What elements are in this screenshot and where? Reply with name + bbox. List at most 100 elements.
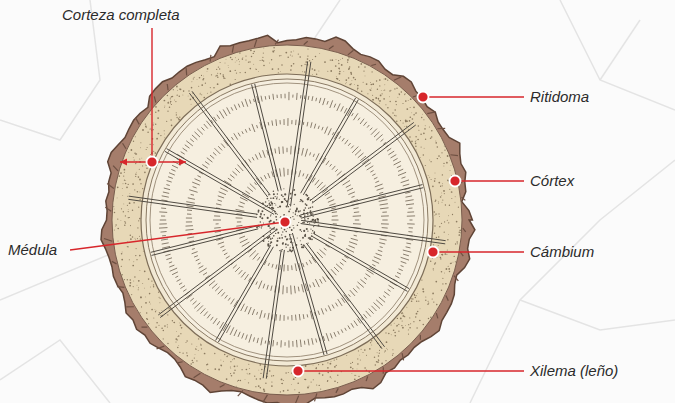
ring-tick	[255, 154, 258, 159]
speckle	[425, 165, 426, 166]
speckle	[140, 142, 141, 143]
speckle	[142, 129, 144, 131]
speckle	[273, 47, 275, 49]
ring-tick	[257, 338, 258, 343]
ring-tick	[379, 243, 385, 244]
speckle	[124, 180, 125, 181]
speckle	[194, 354, 196, 356]
speckle	[272, 68, 274, 70]
speckle	[457, 243, 458, 244]
ray-line	[252, 85, 279, 192]
ring-tick	[317, 252, 323, 258]
pith-dot	[269, 227, 270, 228]
ring-tick	[171, 169, 175, 171]
speckle	[393, 353, 394, 354]
speckle	[263, 389, 265, 391]
speckle	[330, 360, 332, 362]
ring-tick	[197, 129, 203, 135]
speckle	[121, 251, 123, 253]
ray-line	[287, 61, 307, 206]
speckle	[347, 59, 349, 61]
ring-tick	[214, 215, 220, 216]
speckle	[376, 80, 377, 81]
speckle	[363, 70, 364, 71]
ring-tick	[334, 267, 339, 272]
speckle	[339, 68, 341, 70]
ring-tick	[252, 309, 254, 315]
ring-tick	[337, 171, 342, 175]
speckle	[430, 137, 432, 139]
ring-tick	[406, 243, 411, 245]
vein	[600, 20, 640, 80]
speckle	[244, 378, 246, 380]
speckle	[245, 55, 246, 56]
pith-dot	[296, 208, 298, 210]
ring-tick	[332, 166, 335, 170]
speckle	[379, 353, 380, 354]
ring-tick	[213, 152, 216, 155]
ring-tick	[226, 256, 230, 259]
pith-dot	[303, 230, 305, 232]
speckle	[379, 85, 380, 86]
speckle	[132, 265, 134, 267]
speckle	[191, 344, 192, 345]
ring-tick	[292, 341, 293, 347]
speckle	[220, 365, 221, 366]
ring-tick	[259, 281, 262, 289]
speckle	[176, 117, 177, 118]
pith-dot	[256, 214, 257, 215]
pith-dot	[267, 225, 269, 227]
ring-tick	[382, 212, 387, 213]
ring-tick	[337, 104, 340, 111]
ring-tick	[221, 292, 224, 296]
ring-tick	[332, 231, 336, 233]
speckle	[241, 369, 242, 370]
speckle	[422, 288, 424, 290]
speckle	[372, 83, 374, 85]
marker-dot	[418, 92, 429, 103]
speckle	[220, 359, 222, 361]
bark-crack	[186, 68, 188, 75]
ring-tick	[197, 305, 203, 311]
speckle	[392, 355, 393, 356]
speckle	[352, 368, 353, 369]
speckle	[355, 375, 357, 377]
speckle	[163, 330, 164, 331]
speckle	[281, 383, 282, 384]
speckle	[124, 221, 125, 222]
speckle	[347, 62, 348, 63]
ring-tick	[237, 221, 241, 222]
speckle	[393, 322, 395, 324]
speckle	[117, 228, 119, 230]
speckle	[230, 367, 232, 369]
speckle	[441, 271, 443, 273]
pith-dot	[309, 237, 310, 238]
pith-dot	[282, 249, 283, 250]
pith-dot	[286, 205, 288, 207]
pith-dot	[274, 203, 275, 204]
cortex-speckles	[113, 47, 461, 393]
speckle	[147, 132, 149, 134]
speckle	[434, 172, 436, 174]
speckle	[171, 125, 173, 127]
speckle	[318, 70, 320, 72]
speckle	[428, 301, 429, 302]
ring-tick	[304, 341, 306, 345]
speckle	[216, 75, 218, 77]
pith-dot	[284, 193, 286, 195]
pith-dot	[270, 241, 272, 243]
speckle	[170, 102, 171, 103]
ring-tick	[218, 146, 222, 150]
ring-tick	[375, 184, 383, 187]
speckle	[293, 63, 295, 65]
speckle	[336, 78, 337, 79]
pith-dot	[270, 214, 271, 215]
ring-tick	[367, 166, 374, 170]
speckle	[407, 121, 408, 122]
ring-tick	[342, 259, 346, 262]
ring-tick	[218, 242, 224, 244]
speckle	[454, 196, 456, 198]
ring-tick	[353, 113, 358, 120]
speckle	[316, 384, 317, 385]
ring-tick	[389, 285, 395, 289]
